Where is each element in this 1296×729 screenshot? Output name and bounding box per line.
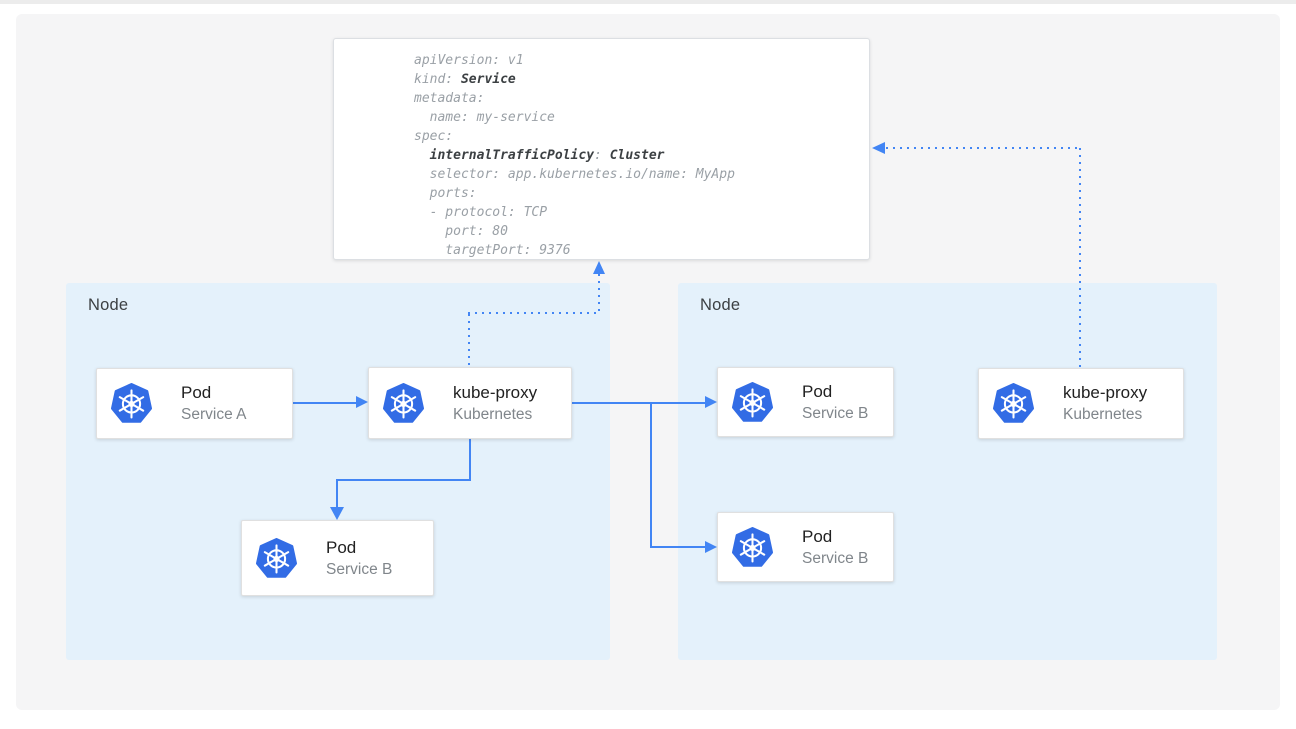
card-title: Pod: [802, 526, 833, 546]
dotted-kube-proxy-left-to-service-segment-1: [468, 314, 470, 367]
card-subtitle: Kubernetes: [453, 405, 533, 423]
pod-service-b-right-bottom-card: Pod Service B: [717, 512, 894, 582]
arrow-kube-proxy-to-pod-b-right-bottom-segment-1: [650, 402, 652, 548]
card-subtitle: Service B: [802, 404, 869, 422]
dotted-kube-proxy-left-to-service-segment-2: [468, 312, 600, 314]
dotted-kube-proxy-right-to-service-segment-2: [886, 147, 1080, 149]
kubernetes-icon: [993, 383, 1034, 423]
card-subtitle: Service A: [181, 406, 247, 423]
arrow-kube-proxy-to-pod-b-left-segment-2: [336, 479, 471, 481]
arrow-kube-proxy-to-pod-b-left-segment-3: [336, 479, 338, 507]
dotted-kube-proxy-left-to-service-segment-3: [598, 274, 600, 313]
arrow-kube-proxy-to-pod-b-left-segment-1: [469, 439, 471, 481]
pod-service-b-left-card: Pod Service B: [241, 520, 434, 596]
node-right-label: Node: [700, 296, 741, 314]
arrow-kube-proxy-to-pod-b-right-bottom-arrowhead: [705, 541, 717, 553]
kubernetes-icon: [732, 526, 773, 567]
arrow-kube-proxy-to-pod-b-left-arrowhead: [330, 507, 344, 520]
arrow-kube-proxy-to-pod-b-right-top-arrowhead: [705, 396, 717, 408]
card-subtitle: Service B: [326, 560, 393, 578]
dotted-kube-proxy-left-to-service-arrowhead: [593, 261, 605, 274]
pod-service-b-right-top-card: Pod Service B: [717, 367, 894, 437]
dotted-kube-proxy-right-to-service-arrowhead: [872, 142, 885, 154]
dotted-kube-proxy-right-to-service-segment-1: [1079, 148, 1081, 367]
pod-service-a-card: Pod Service A: [96, 368, 293, 439]
arrow-pod-a-to-kube-proxy-line: [293, 402, 356, 404]
kubernetes-icon: [256, 537, 297, 578]
node-right: Node: [678, 283, 1217, 660]
arrow-kube-proxy-to-pod-b-right-bottom-segment-2: [650, 546, 705, 548]
card-subtitle: Service B: [802, 549, 869, 567]
node-left: Node: [66, 283, 610, 660]
arrow-pod-a-to-kube-proxy-arrowhead: [356, 396, 368, 408]
kubernetes-icon: [732, 381, 773, 422]
card-title: Pod: [326, 537, 357, 557]
card-title: Pod: [181, 383, 212, 402]
kubernetes-icon: [111, 383, 152, 423]
kube-proxy-left-card: kube-proxy Kubernetes: [368, 367, 572, 439]
kube-proxy-right-card: kube-proxy Kubernetes: [978, 368, 1184, 439]
kubernetes-icon: [383, 382, 424, 423]
card-title: kube-proxy: [453, 382, 538, 402]
card-subtitle: Kubernetes: [1063, 406, 1143, 423]
card-title: Pod: [802, 381, 833, 401]
top-strip: [0, 0, 1296, 4]
card-title: kube-proxy: [1063, 383, 1148, 402]
node-left-label: Node: [88, 296, 129, 314]
arrow-kube-proxy-to-pod-b-right-top-line: [572, 402, 705, 404]
